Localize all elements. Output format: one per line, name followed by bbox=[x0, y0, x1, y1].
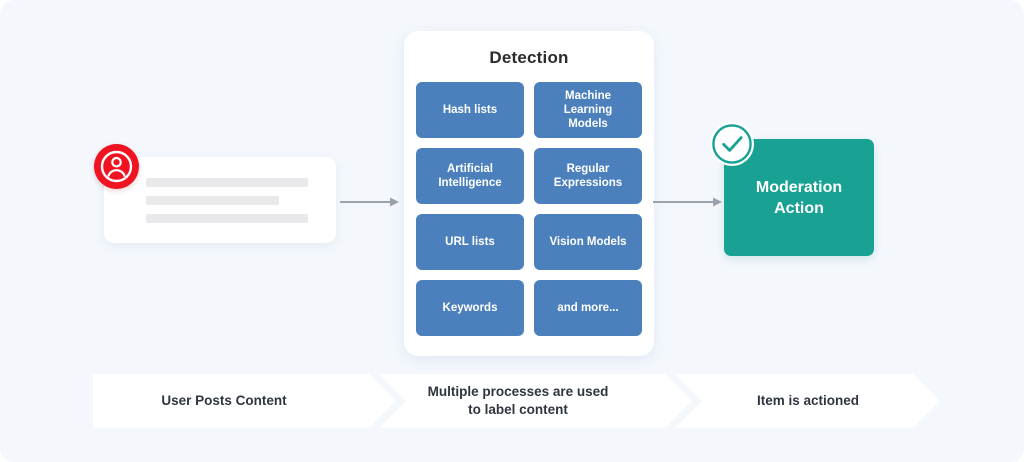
user-avatar-icon bbox=[94, 144, 139, 189]
detection-panel: Detection Hash lists Machine Learning Mo… bbox=[404, 31, 654, 356]
detection-tile-and-more[interactable]: and more... bbox=[534, 280, 642, 336]
user-post-card bbox=[104, 157, 336, 243]
detection-tile-keywords[interactable]: Keywords bbox=[416, 280, 524, 336]
detection-tile-vision-models[interactable]: Vision Models bbox=[534, 214, 642, 270]
post-placeholder-line bbox=[146, 178, 308, 187]
caption-segment-user-posts: User Posts Content bbox=[161, 393, 287, 408]
caption-banner: User Posts Content Multiple processes ar… bbox=[93, 374, 940, 428]
detection-title: Detection bbox=[489, 48, 569, 67]
moderation-action-box[interactable]: Moderation Action bbox=[724, 139, 874, 256]
caption-segment-item-actioned: Item is actioned bbox=[756, 393, 860, 408]
detection-tile-machine-learning[interactable]: Machine Learning Models bbox=[534, 82, 642, 138]
caption-segment-processes: Multiple processes are used to label con… bbox=[427, 384, 609, 417]
arrow-detection-to-outcome bbox=[653, 196, 723, 208]
detection-tile-regular-expressions[interactable]: Regular Expressions bbox=[534, 148, 642, 204]
arrow-source-to-detection bbox=[340, 196, 402, 208]
detection-tile-artificial-intelligence[interactable]: Artificial Intelligence bbox=[416, 148, 524, 204]
detection-tile-grid: Hash lists Machine Learning Models Artif… bbox=[416, 82, 642, 336]
detection-tile-hash-lists[interactable]: Hash lists bbox=[416, 82, 524, 138]
detection-tile-url-lists[interactable]: URL lists bbox=[416, 214, 524, 270]
post-placeholder-line bbox=[146, 214, 308, 223]
post-placeholder-line bbox=[146, 196, 279, 205]
caption-banner-shape bbox=[93, 374, 940, 428]
check-circle-icon bbox=[710, 122, 754, 166]
